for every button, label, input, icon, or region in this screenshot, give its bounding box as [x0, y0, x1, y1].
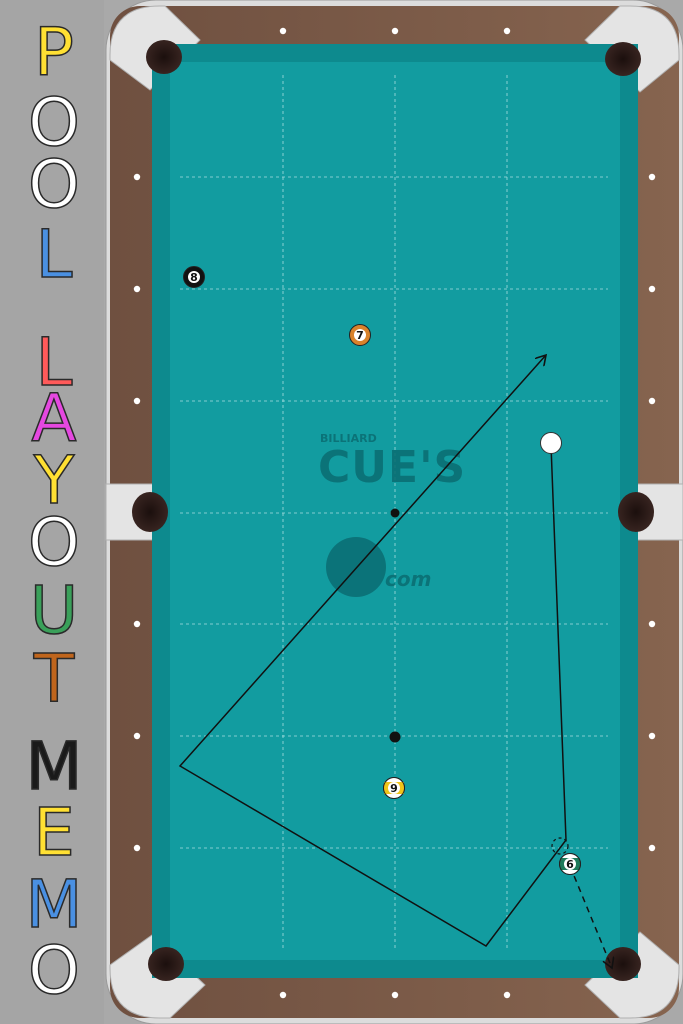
rail-diamonds	[133, 27, 656, 999]
watermark-brand: CUE'S	[318, 442, 466, 493]
ball-7[interactable]: 7	[349, 324, 371, 346]
title-letter: E	[32, 794, 75, 871]
ball-number: 7	[356, 329, 364, 342]
title-letter: M	[25, 728, 83, 805]
rail-diamond	[503, 27, 511, 35]
ball-9[interactable]: 9	[383, 777, 405, 799]
ball-6[interactable]: 6	[559, 853, 581, 875]
pocket-top-left	[146, 40, 182, 74]
rail-diamond	[503, 991, 511, 999]
rail-diamond	[133, 620, 141, 628]
ball-8[interactable]: 8	[183, 266, 205, 288]
rail-diamond	[648, 173, 656, 181]
title-letter: L	[35, 216, 73, 293]
title-letter: Y	[33, 442, 75, 519]
watermark-logo-circle	[326, 537, 386, 597]
watermark-small: BILLIARD	[320, 432, 377, 445]
shot-lines	[178, 355, 612, 968]
ball-number: 9	[390, 782, 398, 795]
title-letter: L	[35, 324, 73, 401]
foot-spot	[389, 731, 401, 743]
pocket-bottom-right	[605, 947, 641, 981]
rail-diamond	[279, 991, 287, 999]
ball-number: 6	[566, 858, 574, 871]
title-letter: O	[27, 504, 80, 581]
balls: 8 7 9 6	[183, 266, 581, 875]
rail-diamond	[279, 27, 287, 35]
title-letter: A	[31, 380, 78, 457]
ghost-ball	[551, 837, 569, 855]
title-letter: T	[33, 640, 75, 717]
pocket-top-right	[605, 42, 641, 76]
pockets	[132, 40, 654, 981]
rail-diamond	[648, 285, 656, 293]
center-spot	[390, 508, 400, 518]
rail-diamond	[391, 991, 399, 999]
title-letter: O	[27, 84, 80, 161]
rail-diamond	[133, 732, 141, 740]
title-letter: M	[25, 866, 83, 943]
title-letter: P	[33, 14, 74, 91]
pocket-middle-right	[618, 492, 654, 532]
cue-ball-path	[178, 355, 567, 947]
table-grid	[180, 75, 608, 950]
rail-diamond	[648, 844, 656, 852]
rail-diamond	[133, 844, 141, 852]
rail-diamond	[648, 620, 656, 628]
title-letter: O	[27, 146, 80, 223]
watermark-domain: com	[385, 567, 431, 591]
title-sidebar	[0, 0, 104, 1024]
rail-diamond	[391, 27, 399, 35]
object-ball-path	[569, 865, 612, 968]
rail-diamond	[648, 732, 656, 740]
title-letter: O	[27, 932, 80, 1009]
rail-diamond	[133, 397, 141, 405]
pocket-bottom-left	[148, 947, 184, 981]
rail-diamond	[648, 397, 656, 405]
rail-diamond	[133, 173, 141, 181]
pocket-middle-left	[132, 492, 168, 532]
cue-ball[interactable]	[540, 432, 562, 454]
ball-number: 8	[190, 271, 198, 284]
title-letter: U	[29, 572, 79, 649]
rail-diamond	[133, 285, 141, 293]
